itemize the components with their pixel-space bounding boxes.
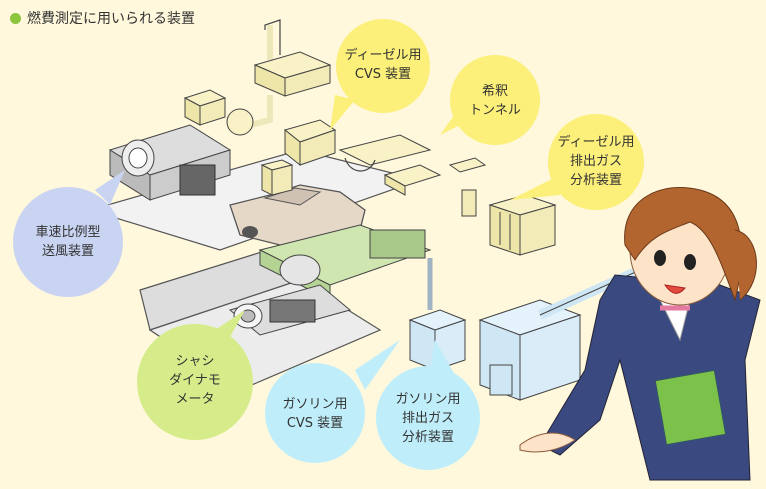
label-chassis-dyno: シャシ ダイナモ メータ <box>169 354 221 407</box>
bubble-fan <box>13 187 123 297</box>
exhaust-ducting <box>249 25 273 128</box>
label-gasoline-exhaust-analyzer: ガソリン用 排出ガス 分析装置 <box>395 392 461 445</box>
title-text: 燃費測定に用いられる装置 <box>27 11 195 27</box>
diesel-cvs-unit <box>226 19 337 167</box>
page-title: 燃費測定に用いられる装置 <box>10 8 195 28</box>
bubble-gasoline-exhaust <box>376 366 480 470</box>
bubble-diesel-exhaust <box>548 114 644 210</box>
label-gasoline-cvs: ガソリン用 CVS 装置 <box>282 397 348 431</box>
auxiliary-boxes <box>183 89 477 217</box>
presenter-character <box>519 186 761 481</box>
label-diesel-cvs: ディーゼル用 CVS 装置 <box>344 48 422 82</box>
title-bullet-icon <box>10 12 21 24</box>
bubble-dilution-tunnel <box>450 55 540 145</box>
dilution-tunnel-unit <box>338 134 487 196</box>
bubble-chassis-dyno <box>137 324 253 440</box>
gasoline-exhaust-analyzer <box>478 265 643 401</box>
label-diesel-exhaust-analyzer: ディーゼル用 排出ガス 分析装置 <box>557 135 635 188</box>
dyno-roller <box>228 284 352 336</box>
label-dilution-tunnel: 希釈 トンネル <box>469 84 521 118</box>
bubble-diesel-cvs <box>336 19 430 113</box>
fan-unit <box>108 124 232 201</box>
label-fan: 車速比例型 送風装置 <box>35 225 101 259</box>
bubble-gasoline-cvs <box>265 363 365 463</box>
diesel-exhaust-analyzer <box>488 194 557 256</box>
